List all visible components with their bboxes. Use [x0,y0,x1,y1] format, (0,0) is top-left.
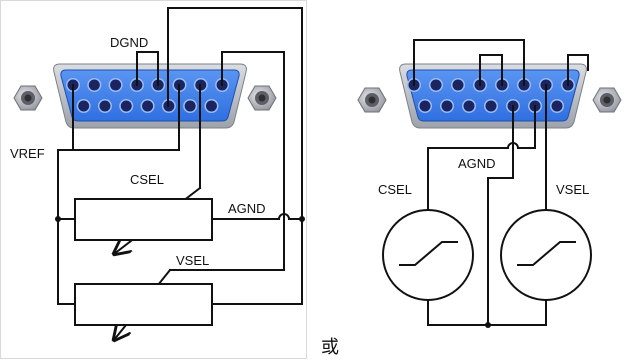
right-mounting-nut-icon [247,85,277,111]
label-vref: VREF [10,146,45,161]
connector-pin [110,79,122,91]
db15-connector-left [53,63,247,129]
left-diagram: DGND VREF CSEL AGND VSEL [0,0,307,359]
connector-pin [452,79,464,91]
agnd-wire [487,105,514,326]
right-mounting-nut-icon [592,87,622,113]
right-diagram: AGND CSEL VSEL [357,39,622,328]
label-agnd: AGND [458,156,496,171]
left-diagram-frame [0,0,307,359]
connector-body [60,69,240,122]
connector-pins [407,78,575,113]
db15-connector-right [399,63,587,129]
connector-pin [419,100,431,112]
connector-body [406,69,580,122]
label-dgnd: DGND [110,35,148,50]
top-loop-wire [167,7,303,305]
label-csel: CSEL [130,172,164,187]
vsel-supply-wire [169,51,285,271]
label-agnd: AGND [228,201,266,216]
connector-pin [120,100,132,112]
connector-pin [184,100,196,112]
vref-wire [72,84,180,151]
vref-bus-wire [57,149,76,305]
connector-pin [142,100,154,112]
label-csel: CSEL [378,182,412,197]
connector-pin [88,79,100,91]
connector-pin [205,100,217,112]
connector-pin [78,100,90,112]
agnd-wire [211,213,303,220]
jumper-wire-outer [413,39,525,86]
connector-pin [463,100,475,112]
junction-dot [55,216,61,222]
vsel-meter-icon [500,209,592,301]
connector-pin [551,100,563,112]
left-mounting-nut-icon [357,87,387,113]
junction-dot [299,216,305,222]
left-mounting-nut-icon [13,85,43,111]
connector-pin [441,100,453,112]
csel-meter-icon [382,209,474,301]
or-separator: 或 [321,337,339,358]
csel-potentiometer [74,198,213,241]
vsel-potentiometer [74,283,213,326]
junction-dot [485,322,491,328]
dgnd-bracket-wire [136,51,159,86]
connector-pin [99,100,111,112]
jumper-wire-right [567,54,589,86]
jumper-wire-inner [479,54,503,86]
connector-pin [485,100,497,112]
label-vsel: VSEL [556,182,589,197]
connector-pin [430,79,442,91]
label-vsel: VSEL [176,253,209,268]
